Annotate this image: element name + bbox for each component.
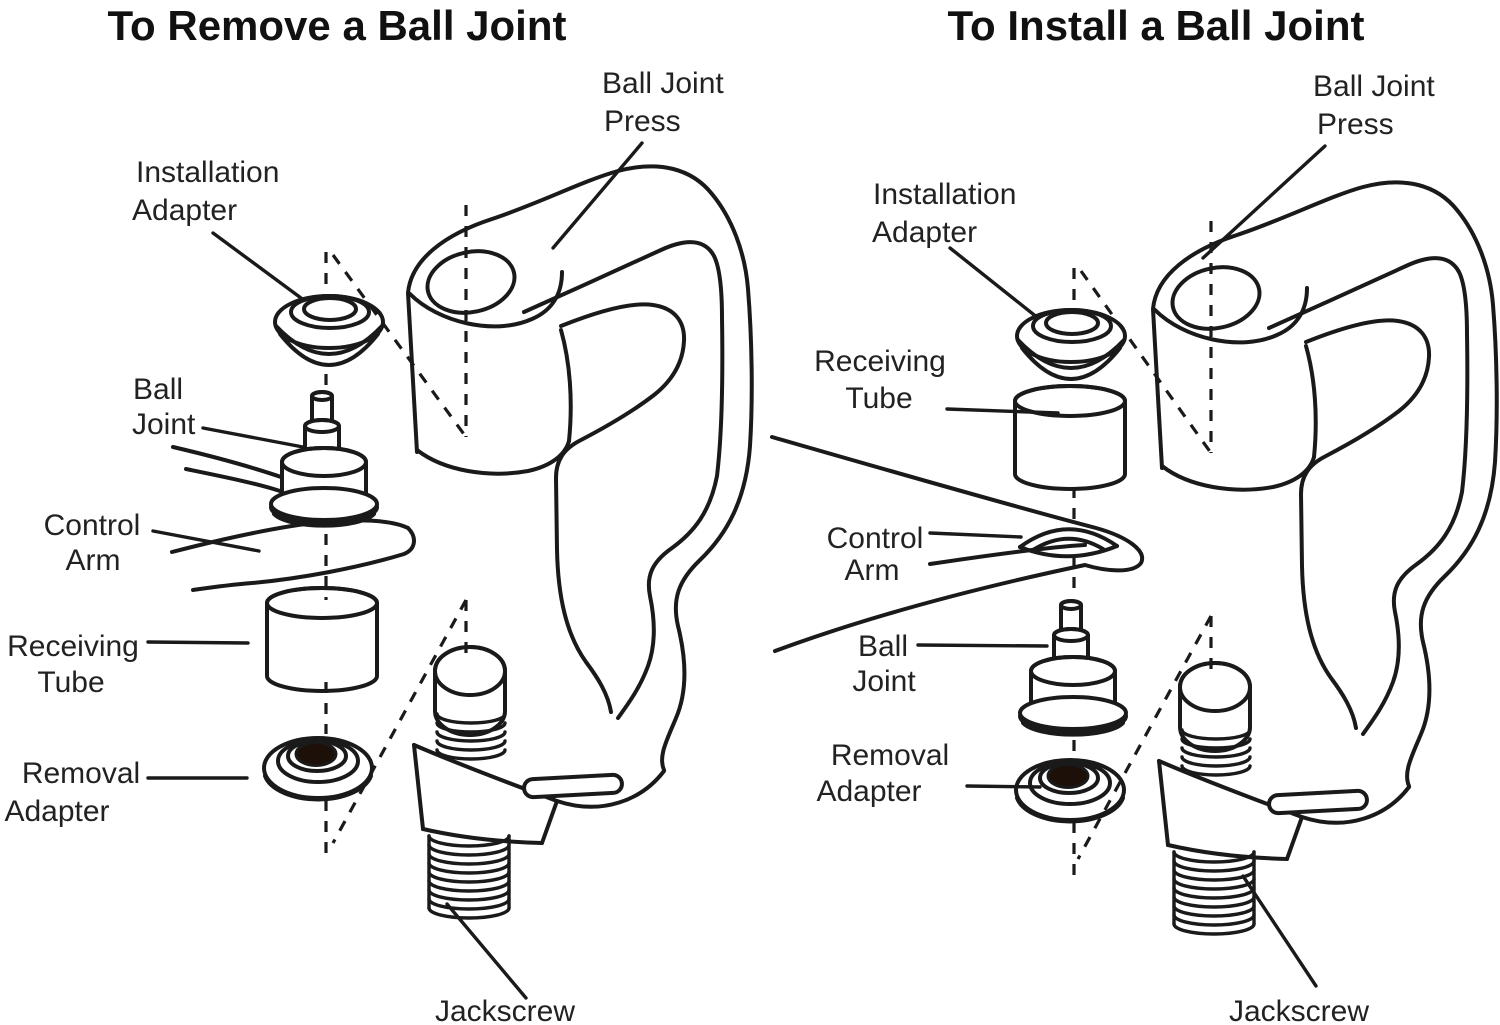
label-installation-adapter-2: Adapter [132, 194, 237, 227]
control-arm-shape [171, 445, 286, 493]
panel-remove-title: To Remove a Ball Joint [108, 2, 567, 49]
centerline-dashed-remove [324, 205, 468, 856]
label-ball-joint-2: Joint [852, 665, 916, 698]
ball-joint-remove [269, 390, 379, 528]
receiving-tube-remove [265, 586, 379, 693]
label-receiving-tube-2: Tube [845, 382, 912, 415]
control-arm-shape-install [770, 435, 1145, 653]
label-removal-adapter-2: Adapter [816, 775, 921, 808]
label-ball-joint-press-2: Press [1317, 108, 1394, 141]
panel-install: To Install a Ball Joint [770, 2, 1499, 1025]
label-ball-joint-2: Joint [132, 408, 196, 441]
control-arm-front-edges [170, 518, 416, 592]
label-ball-joint-press-1: Ball Joint [602, 67, 724, 100]
press-remove [406, 164, 754, 920]
removal-adapter-install [1014, 758, 1126, 824]
label-control-arm-2: Arm [66, 544, 121, 577]
label-receiving-tube-1: Receiving [7, 630, 139, 663]
label-jackscrew: Jackscrew [1229, 995, 1369, 1025]
label-ball-joint-press-2: Press [604, 105, 681, 138]
leader-lines-install [916, 144, 1327, 988]
panel-install-title: To Install a Ball Joint [948, 2, 1365, 49]
leader-lines-remove [146, 141, 644, 1000]
label-removal-adapter-1: Removal [22, 757, 140, 790]
label-receiving-tube-1: Receiving [814, 345, 946, 378]
label-installation-adapter-1: Installation [136, 156, 279, 189]
label-receiving-tube-2: Tube [37, 666, 104, 699]
label-jackscrew: Jackscrew [435, 995, 575, 1025]
press-install [1151, 180, 1499, 936]
label-ball-joint-press-1: Ball Joint [1313, 70, 1435, 103]
panel-remove: To Remove a Ball Joint [4, 2, 754, 1025]
label-control-arm-1: Control [827, 522, 924, 555]
receiving-tube-install [1013, 384, 1127, 491]
removal-adapter-remove [262, 736, 374, 802]
label-removal-adapter-2: Adapter [4, 795, 109, 828]
label-ball-joint-1: Ball [858, 630, 908, 663]
installation-adapter-install [1015, 308, 1127, 381]
centerline-dashed-install [1072, 221, 1213, 876]
label-ball-joint-1: Ball [133, 373, 183, 406]
label-control-arm-2: Arm [845, 554, 900, 587]
label-installation-adapter-2: Adapter [872, 216, 977, 249]
label-installation-adapter-1: Installation [873, 178, 1016, 211]
label-control-arm-1: Control [44, 509, 141, 542]
label-removal-adapter-1: Removal [831, 739, 949, 772]
installation-adapter-remove [273, 294, 385, 367]
ball-joint-install [1018, 599, 1128, 737]
